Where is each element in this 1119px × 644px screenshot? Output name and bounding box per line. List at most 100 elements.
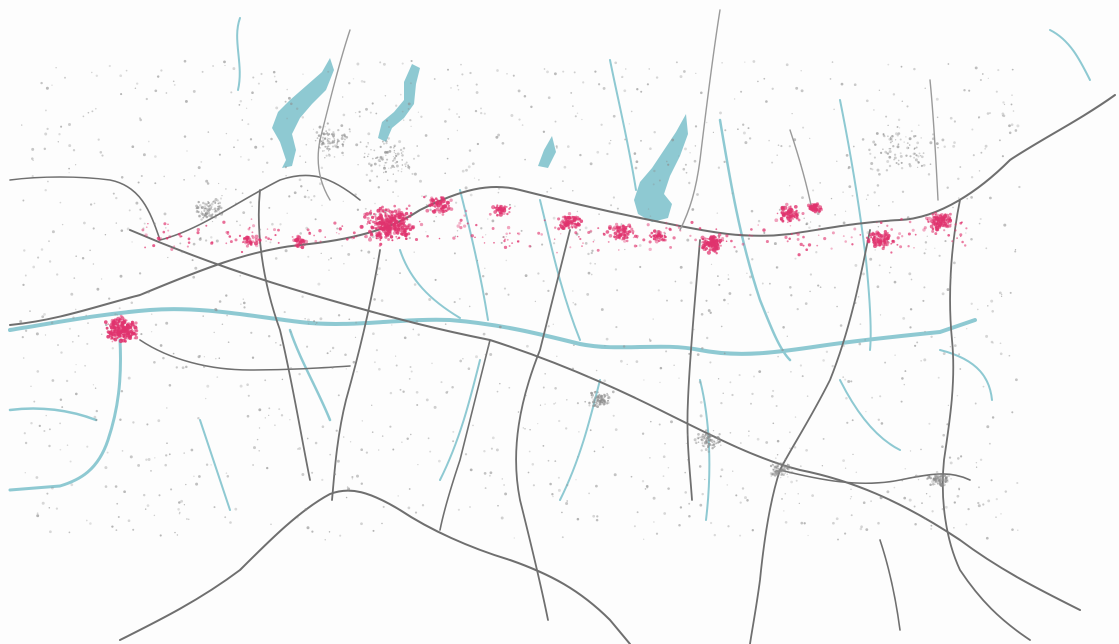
- settlement-dot: [702, 433, 704, 435]
- settlement-dot: [718, 283, 721, 286]
- highlight-dot: [813, 210, 817, 214]
- highlight-dot: [559, 221, 564, 225]
- highlight-dot: [923, 226, 927, 230]
- settlement-dot: [329, 350, 332, 352]
- highlight-dot: [616, 226, 621, 231]
- settlement-dot: [215, 239, 219, 243]
- settlement-dot: [700, 449, 703, 452]
- highlight-dot: [389, 220, 393, 224]
- settlement-dot: [748, 435, 750, 437]
- settlement-dot: [592, 398, 596, 402]
- settlement-dot: [878, 204, 880, 207]
- settlement-dot: [453, 301, 456, 304]
- settlement-dot: [844, 210, 847, 212]
- highlight-dot: [704, 246, 707, 249]
- settlement-dot: [402, 147, 406, 150]
- settlement-dot: [891, 135, 894, 138]
- highlight-dot: [318, 229, 322, 233]
- settlement-dot: [321, 478, 324, 482]
- settlement-dot: [204, 202, 207, 206]
- settlement-dot: [671, 138, 675, 142]
- settlement-dot: [317, 282, 321, 286]
- settlement-dot: [137, 181, 140, 184]
- settlement-dot: [1016, 124, 1020, 128]
- settlement-dot: [394, 152, 397, 155]
- settlement-dot: [845, 396, 848, 400]
- settlement-dot: [32, 265, 36, 269]
- settlement-dot: [977, 504, 981, 508]
- settlement-dot: [419, 179, 422, 183]
- highlight-dot: [251, 234, 254, 238]
- settlement-dot: [324, 126, 326, 128]
- settlement-dot: [174, 531, 176, 534]
- settlement-dot: [781, 462, 784, 464]
- highlight-dot: [665, 226, 668, 230]
- settlement-dot: [296, 516, 299, 519]
- settlement-dot: [359, 141, 362, 144]
- highlight-dot: [162, 230, 166, 234]
- settlement-dot: [1003, 223, 1007, 227]
- settlement-dot: [298, 178, 302, 182]
- settlement-dot: [438, 459, 441, 463]
- settlement-dot: [956, 394, 959, 397]
- settlement-dot: [720, 325, 723, 328]
- settlement-dot: [517, 89, 521, 93]
- settlement-dot: [711, 441, 714, 444]
- settlement-dot: [226, 314, 229, 317]
- settlement-dot: [156, 75, 160, 78]
- settlement-dot: [665, 160, 668, 163]
- settlement-dot: [326, 131, 329, 135]
- highlight-dot: [818, 205, 823, 209]
- highlight-dot: [401, 228, 403, 230]
- settlement-dot: [404, 163, 407, 166]
- settlement-dot: [136, 82, 139, 85]
- settlement-dot: [784, 458, 787, 460]
- settlement-dot: [301, 473, 305, 476]
- highlight-dot: [708, 248, 712, 252]
- settlement-dot: [563, 165, 567, 169]
- settlement-dot: [1014, 249, 1017, 251]
- settlement-dot: [928, 422, 931, 425]
- highlight-dot: [741, 242, 745, 246]
- highlight-dot: [110, 329, 113, 332]
- settlement-dot: [413, 283, 417, 286]
- settlement-dot: [201, 213, 205, 216]
- settlement-dot: [665, 350, 668, 353]
- settlement-dot: [687, 434, 689, 436]
- highlight-dot: [375, 237, 378, 240]
- settlement-dot: [299, 232, 302, 235]
- highlight-dot: [540, 233, 543, 236]
- settlement-dot: [888, 147, 891, 150]
- settlement-dot: [403, 336, 407, 340]
- settlement-dot: [57, 141, 59, 143]
- settlement-dot: [606, 394, 609, 397]
- settlement-dot: [988, 112, 992, 115]
- settlement-dot: [225, 132, 228, 135]
- settlement-dot: [709, 361, 712, 364]
- highlight-dot: [908, 220, 912, 224]
- highlight-dot: [802, 244, 805, 247]
- settlement-dot: [879, 151, 883, 155]
- settlement-dot: [717, 437, 721, 441]
- settlement-dot: [650, 420, 652, 423]
- settlement-dot: [329, 142, 331, 145]
- settlement-dot: [128, 209, 131, 212]
- settlement-dot: [458, 297, 461, 300]
- settlement-dot: [997, 69, 1000, 72]
- road-vertical-4: [686, 239, 701, 501]
- settlement-dot: [19, 320, 23, 323]
- settlement-dot: [48, 507, 51, 509]
- settlement-dot: [920, 155, 924, 159]
- settlement-dot: [270, 523, 272, 526]
- highlight-dot: [611, 227, 616, 232]
- settlement-dot: [956, 494, 960, 498]
- settlement-dot: [987, 499, 991, 503]
- highlight-dot: [884, 233, 887, 237]
- settlement-dot: [194, 266, 198, 270]
- settlement-dot: [703, 436, 706, 440]
- settlement-dot: [847, 166, 851, 169]
- settlement-dot: [986, 112, 990, 115]
- settlement-dot: [61, 223, 64, 226]
- settlement-dot: [293, 191, 297, 195]
- highlight-dot: [597, 227, 600, 230]
